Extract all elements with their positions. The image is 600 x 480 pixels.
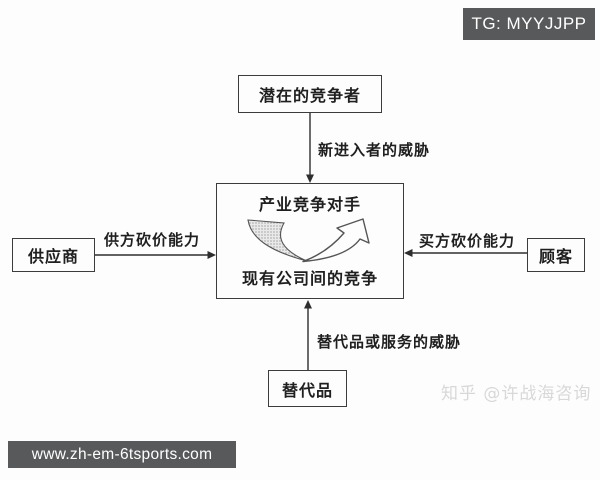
watermark-zhihu: 知乎 @许战海咨询 xyxy=(441,384,592,404)
arrow-supplier-power xyxy=(95,251,216,259)
url-badge-text: www.zh-em-6tsports.com xyxy=(31,445,213,463)
node-potential-entrants-label: 潜在的竞争者 xyxy=(258,86,361,105)
node-suppliers: 供应商 xyxy=(12,238,95,272)
arrow-substitutes-threat xyxy=(304,300,312,370)
edge-label-new-entrants-threat: 新进入者的威胁 xyxy=(318,141,431,159)
node-potential-entrants: 潜在的竞争者 xyxy=(238,75,382,113)
arrow-new-entrants xyxy=(306,113,314,183)
node-industry-rivals-subtitle: 现有公司间的竞争 xyxy=(241,269,378,288)
url-badge: www.zh-em-6tsports.com xyxy=(8,441,236,468)
edge-label-buyer-bargaining-power: 买方砍价能力 xyxy=(419,232,516,250)
edge-label-supplier-bargaining-power: 供方砍价能力 xyxy=(104,231,201,249)
node-industry-rivals: 产业竞争对手 现有公司间的竞争 xyxy=(216,183,404,299)
edge-label-substitutes-threat: 替代品或服务的威胁 xyxy=(317,333,462,351)
node-substitutes: 替代品 xyxy=(268,370,347,407)
node-suppliers-label: 供应商 xyxy=(27,247,79,266)
node-customers-label: 顾客 xyxy=(538,247,573,266)
telegram-badge: TG: MYYJJPP xyxy=(463,8,595,40)
telegram-badge-text: TG: MYYJJPP xyxy=(471,14,587,33)
node-substitutes-label: 替代品 xyxy=(281,380,333,400)
node-customers: 顾客 xyxy=(527,238,585,272)
node-industry-rivals-title: 产业竞争对手 xyxy=(258,195,361,214)
